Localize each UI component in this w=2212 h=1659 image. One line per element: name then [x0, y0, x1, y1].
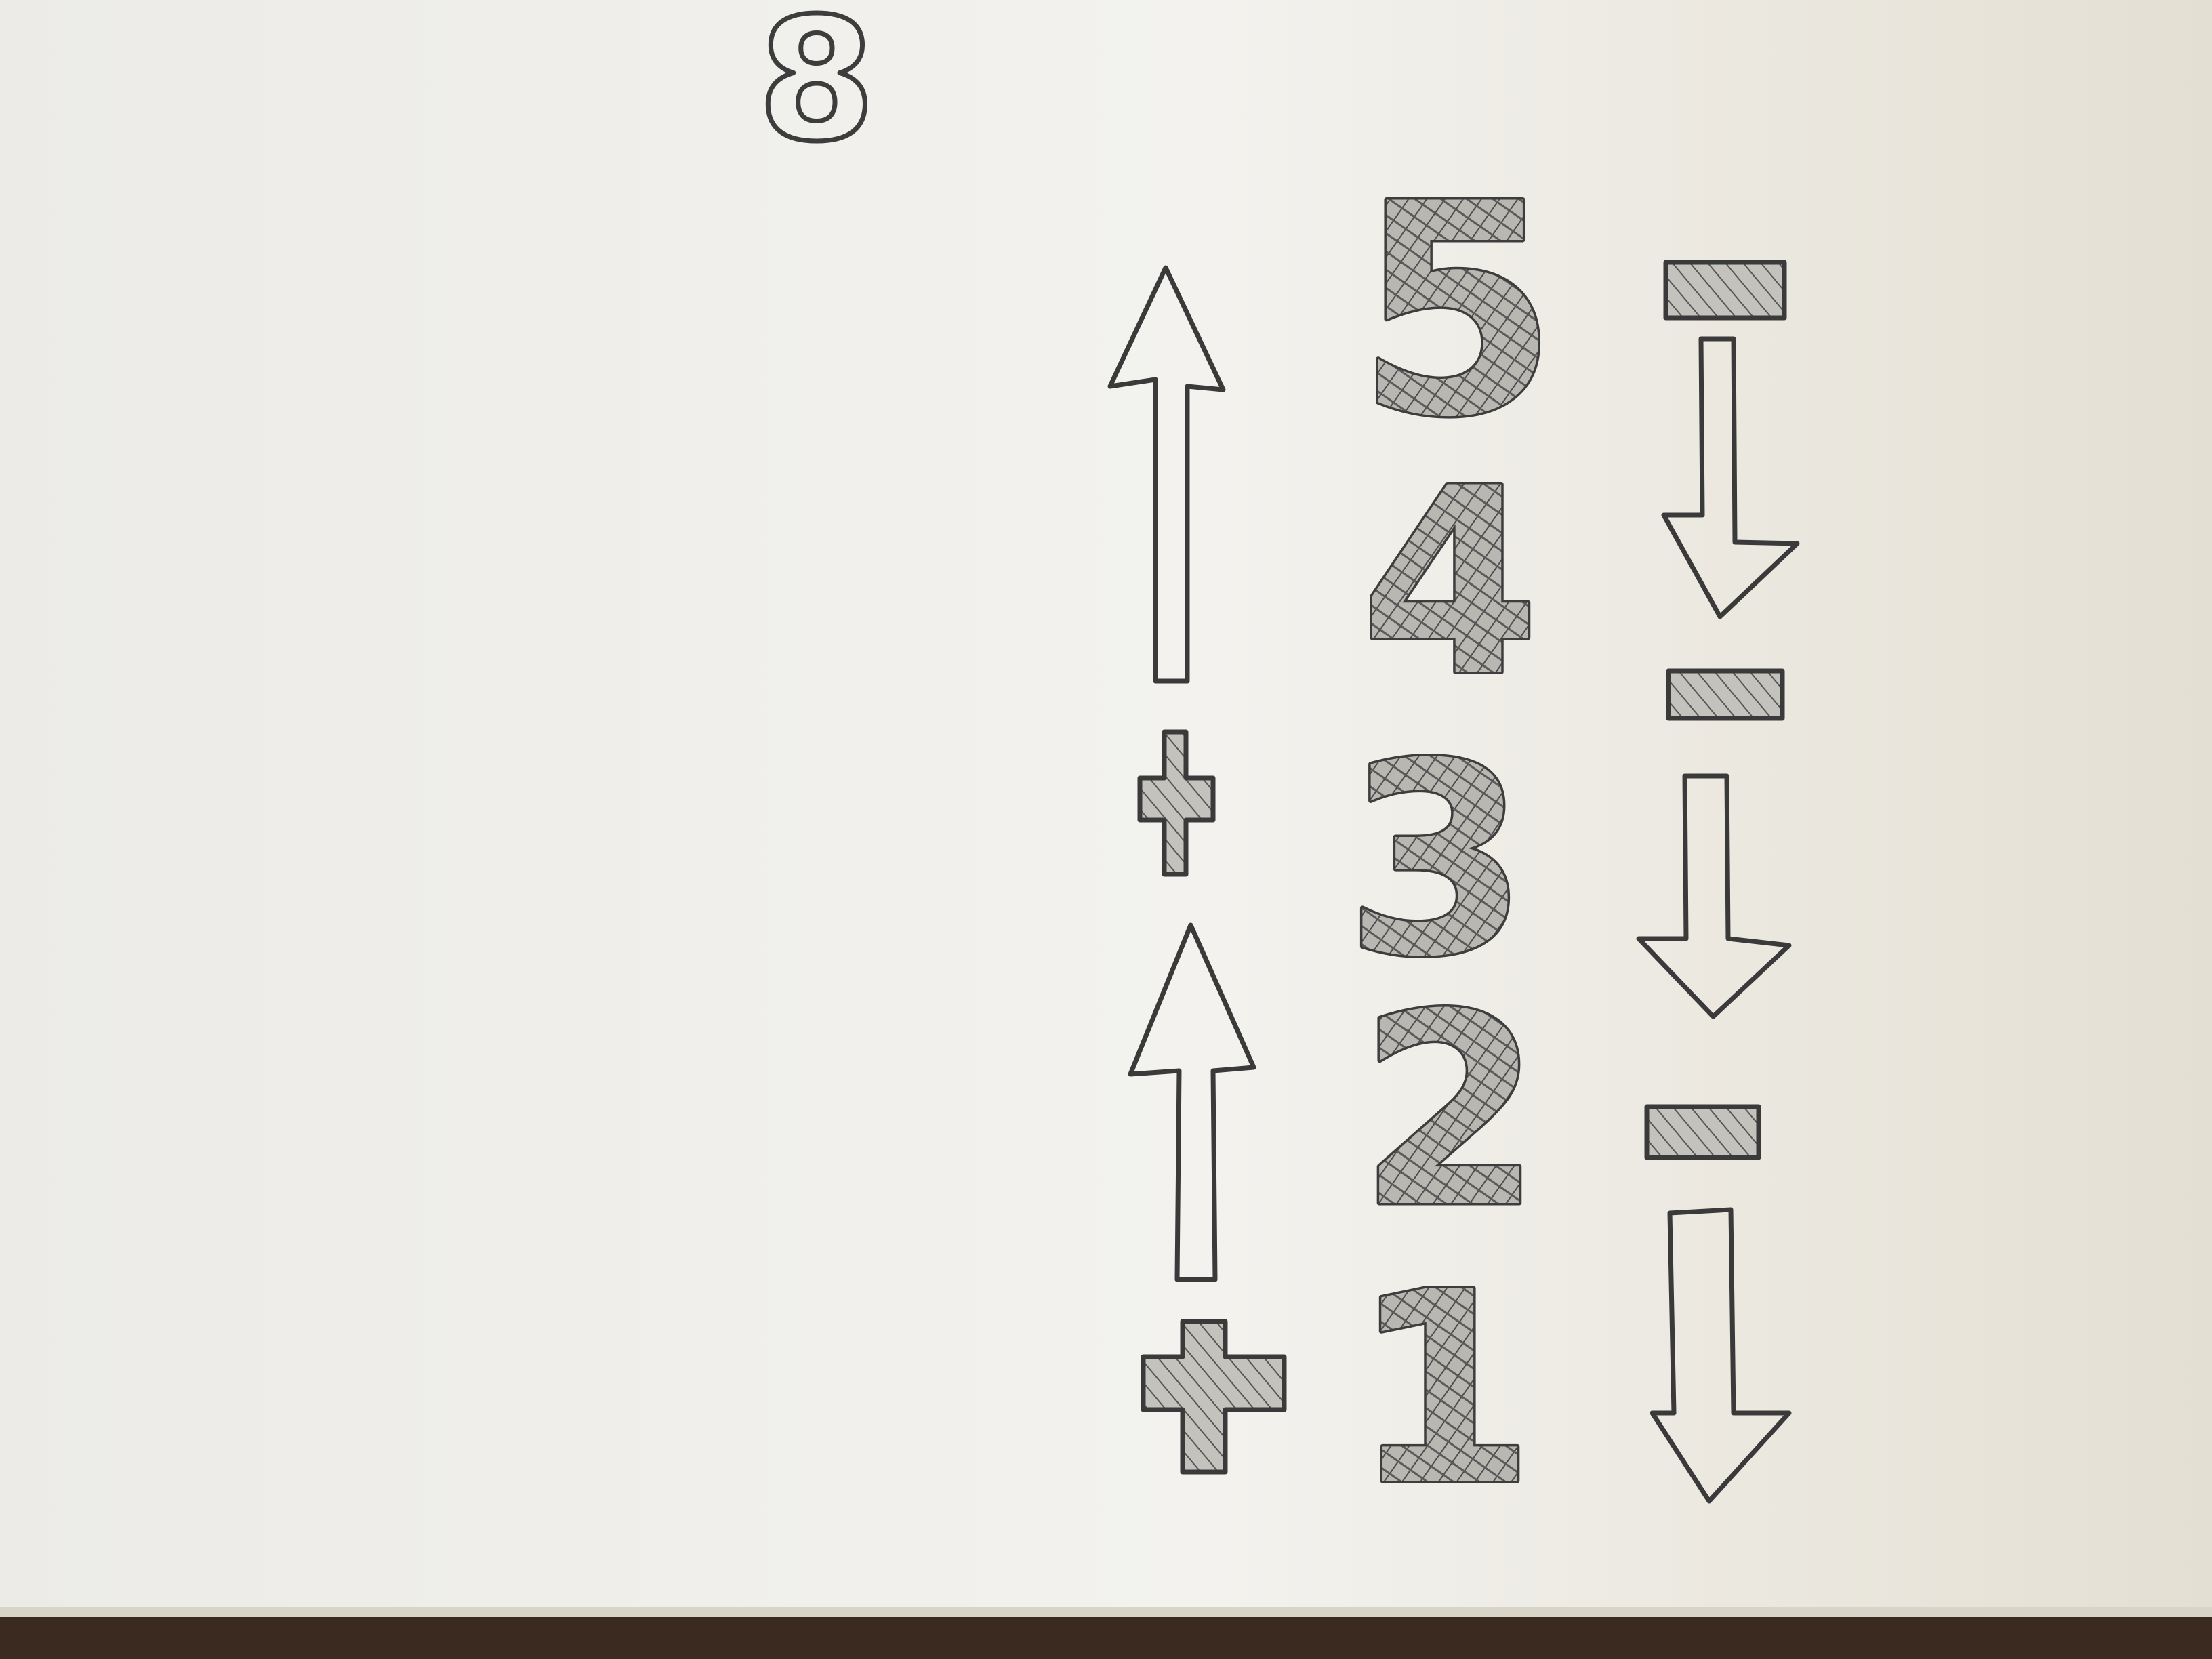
plus-sign [1137, 729, 1216, 877]
plus-sign [1141, 1319, 1287, 1475]
up-arrow-icon [1107, 265, 1226, 684]
number-three: 3 [1345, 707, 1528, 1015]
minus-sign [1663, 260, 1787, 321]
minus-sign [1644, 1104, 1761, 1160]
number-four: 4 [1361, 433, 1540, 733]
down-arrow-icon [1650, 1207, 1792, 1504]
top-number-eight: 8 [758, 0, 876, 179]
minus-sign [1666, 668, 1785, 721]
down-arrow-icon [1636, 773, 1792, 1019]
number-two: 2 [1358, 958, 1542, 1265]
paper-bottom-edge [0, 1607, 2212, 1617]
paper-sheet [0, 0, 2212, 1616]
number-five: 5 [1355, 142, 1558, 481]
number-one: 1 [1351, 1235, 1535, 1543]
down-arrow-icon [1661, 336, 1800, 619]
up-arrow-icon [1128, 922, 1256, 1282]
